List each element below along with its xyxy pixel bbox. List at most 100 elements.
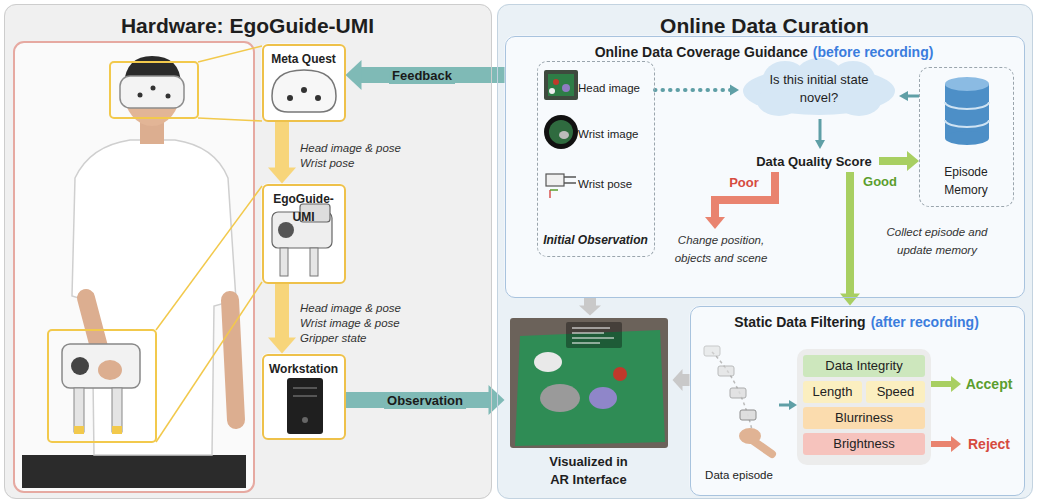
signal-label: Wrist image & pose	[300, 317, 400, 329]
person-photo	[110, 62, 198, 118]
episode-illustration	[718, 366, 734, 376]
section-box: Data episode Data IntegrityLengthSpeedBlu…	[690, 306, 1025, 496]
decision-cloud: Is this initial state novel?	[739, 57, 899, 119]
box-fill	[739, 57, 899, 119]
box-fill	[505, 36, 1025, 298]
image-caption: Head image	[578, 82, 640, 94]
episode-illustration	[730, 388, 746, 398]
note-text: Change position, objects and scene	[675, 234, 768, 264]
text-slot: Data episode	[699, 465, 779, 483]
person-photo	[22, 455, 246, 488]
person-photo	[112, 388, 122, 432]
arrowhead	[268, 168, 296, 184]
head-image-thumbnail	[544, 70, 578, 100]
signal-label: Head image & pose	[300, 142, 401, 154]
database-icon	[945, 131, 989, 145]
wrist-image-thumbnail	[544, 115, 578, 149]
question-text: Is this initial state novel?	[770, 72, 869, 105]
wrist-pose-sketch	[546, 174, 576, 198]
result-label: Reject	[968, 436, 1010, 452]
view-caption: Visualized in AR Interface	[549, 454, 628, 487]
text-slot: Wrist image & pose	[300, 313, 460, 331]
box-fill	[919, 67, 1014, 207]
ar-interface-image	[534, 352, 562, 372]
ar-interface-image	[572, 333, 604, 334]
person-photo	[74, 388, 84, 432]
edge-label: Good	[860, 174, 900, 190]
cloud-shape	[739, 57, 899, 119]
wrist-pose-sketch	[546, 174, 564, 186]
connector	[879, 151, 919, 171]
criterion: Data Integrity	[803, 355, 925, 377]
connector	[779, 400, 797, 410]
arrowhead	[673, 369, 683, 391]
person-photo	[72, 140, 236, 455]
episode-illustration	[740, 410, 756, 420]
criterion: Blurriness	[803, 407, 925, 429]
ar-interface-image	[613, 367, 627, 381]
section-box: Head imageWrist imageWrist poseInitial O…	[505, 36, 1025, 298]
box-fill	[961, 371, 1017, 395]
person-photo	[14, 42, 254, 492]
person-photo	[112, 426, 122, 434]
section-title: Online Data Coverage Guidance	[595, 44, 808, 60]
box-title: Meta Quest	[271, 52, 336, 66]
connector-line	[715, 172, 775, 218]
connector-line	[346, 392, 490, 408]
connector	[705, 172, 775, 229]
person-photo	[14, 42, 262, 492]
text-slot: Hardware: EgoGuide-UMI	[5, 13, 490, 38]
ar-interface-image	[510, 318, 668, 448]
connector-line	[361, 67, 505, 83]
section-title: (before recording)	[813, 44, 934, 60]
cloud-lobe	[837, 86, 881, 116]
connector	[268, 122, 296, 184]
connector-line	[655, 88, 731, 92]
ar-interface-image	[572, 338, 614, 339]
connector-line	[682, 374, 690, 386]
signal-label: Wrist pose	[300, 157, 354, 169]
section-title: Static Data Filtering	[734, 314, 865, 330]
head-image-thumbnail	[562, 84, 570, 92]
text-slot: Length	[803, 381, 862, 403]
connector	[655, 85, 739, 96]
database-icon	[945, 77, 989, 145]
headset-icon	[272, 70, 336, 112]
edge-label: Feedback	[389, 68, 455, 84]
person-photo	[151, 86, 156, 91]
workstation-icon	[287, 378, 323, 434]
text-slot: Brightness	[803, 433, 925, 455]
database-icon	[945, 102, 989, 109]
head-image-thumbnail	[553, 79, 559, 85]
person-photo	[198, 118, 262, 121]
memory-label: Episode Memory	[944, 165, 987, 197]
arrowhead	[789, 400, 797, 410]
connector-line	[931, 441, 952, 447]
text-slot: Accept	[961, 375, 1017, 393]
ar-interface-image	[572, 328, 610, 329]
text-slot: Episode Memory	[930, 162, 1002, 198]
headset-icon	[287, 95, 293, 101]
head-image-thumbnail	[549, 88, 555, 94]
person-photo	[230, 300, 236, 420]
box-fill	[797, 349, 931, 465]
connector-line	[275, 122, 289, 169]
person-photo	[62, 344, 140, 388]
arrowhead	[951, 436, 961, 452]
criterion: Brightness	[803, 433, 925, 455]
ar-interface-image	[540, 384, 580, 412]
arrowhead	[579, 306, 601, 316]
signal-label: Gripper state	[300, 332, 366, 344]
connector	[931, 436, 961, 452]
arrowhead	[730, 85, 739, 96]
wrist-image-thumbnail	[559, 131, 569, 139]
connector-line	[584, 298, 596, 307]
episode-illustration	[739, 428, 761, 444]
connector-line	[779, 404, 790, 407]
decision-result: Accept	[961, 371, 1017, 395]
connector	[840, 172, 860, 306]
gripper-device-icon	[278, 222, 294, 238]
text-slot: Speed	[866, 381, 925, 403]
box-fill	[690, 306, 1025, 496]
